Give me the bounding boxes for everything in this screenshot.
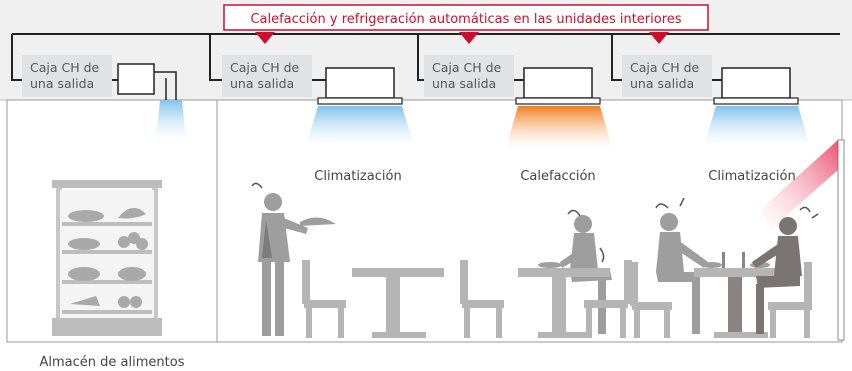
ch-box-4: Caja CH de una salida bbox=[622, 55, 712, 97]
ch-box-2: Caja CH de una salida bbox=[222, 55, 312, 97]
ch-box-1-line1: Caja CH de bbox=[30, 60, 100, 75]
stress-mark-1 bbox=[251, 182, 263, 189]
table-2 bbox=[518, 262, 610, 338]
door bbox=[837, 139, 845, 341]
ch-box-4-line2: una salida bbox=[630, 76, 694, 91]
ch-box-2-line2: una salida bbox=[230, 76, 294, 91]
cassette-unit-3 bbox=[704, 67, 810, 146]
cassette-unit-1 bbox=[306, 67, 414, 146]
waiter-figure bbox=[258, 193, 336, 336]
food-shelf bbox=[52, 180, 162, 336]
ch-box-3-line2: una salida bbox=[432, 76, 496, 91]
chair-2 bbox=[460, 260, 504, 338]
storage-label: Almacén de alimentos bbox=[40, 355, 185, 370]
chair-1 bbox=[302, 260, 346, 338]
ch-box-1-line2: una salida bbox=[30, 76, 94, 91]
ch-box-2-line1: Caja CH de bbox=[230, 60, 300, 75]
mode-label-1: Climatización bbox=[314, 169, 401, 184]
ch-box-3: Caja CH de una salida bbox=[424, 55, 514, 97]
woman-figure-2 bbox=[752, 217, 802, 334]
auto-heat-cool-banner: Calefacción y refrigeración automáticas … bbox=[223, 4, 709, 31]
banner-text: Calefacción y refrigeración automáticas … bbox=[250, 12, 681, 27]
ch-box-3-line1: Caja CH de bbox=[432, 60, 502, 75]
man-figure bbox=[656, 213, 708, 334]
ch-box-4-line1: Caja CH de bbox=[630, 60, 700, 75]
stress-mark-4 bbox=[799, 206, 819, 219]
chair-3 bbox=[584, 260, 632, 338]
mode-label-2: Calefacción bbox=[520, 169, 595, 184]
ch-box-1: Caja CH de una salida bbox=[22, 55, 112, 97]
stress-mark-2 bbox=[567, 209, 605, 263]
table-1 bbox=[352, 268, 444, 338]
outside-heat-beam bbox=[760, 140, 838, 230]
mode-label-3: Climatización bbox=[708, 169, 795, 184]
stress-mark-3 bbox=[655, 197, 685, 209]
chair-4 bbox=[630, 262, 672, 338]
banner-arrows bbox=[255, 32, 669, 44]
storage-duct-unit bbox=[112, 63, 186, 140]
refrigerant-pipes bbox=[11, 33, 840, 81]
chair-5 bbox=[768, 262, 812, 338]
cassette-unit-2 bbox=[506, 67, 612, 148]
